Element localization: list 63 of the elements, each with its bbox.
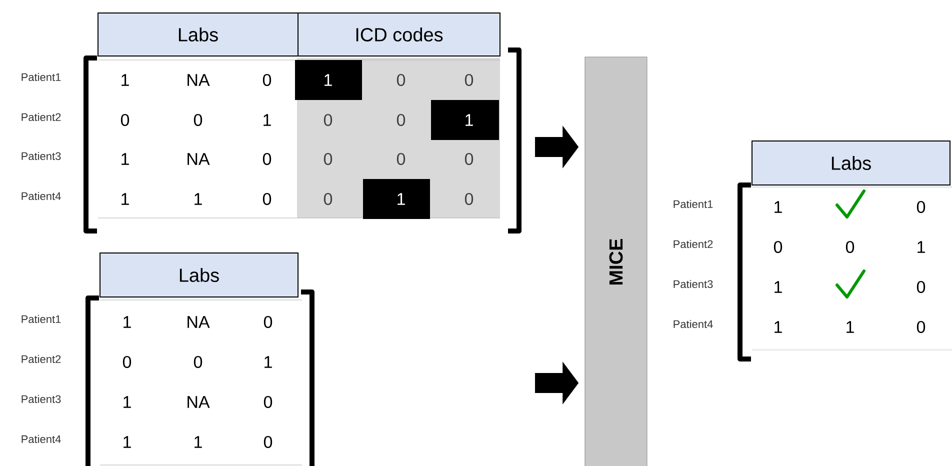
row-label: Patient3 bbox=[22, 152, 61, 160]
cell-value: 0 bbox=[846, 240, 854, 254]
cell-value: 1 bbox=[122, 153, 129, 165]
cell-value: 1 bbox=[774, 201, 782, 213]
row-label: Patient2 bbox=[674, 240, 713, 248]
cell-value: NA bbox=[188, 316, 210, 328]
column-header: ICD codes bbox=[298, 12, 500, 56]
cell-value: 0 bbox=[264, 396, 272, 408]
cell-value: 1 bbox=[124, 316, 131, 328]
cell-value: 1 bbox=[846, 321, 854, 333]
cell-value: 0 bbox=[396, 152, 406, 166]
cell-value: 0 bbox=[324, 152, 332, 166]
cell-value: 0 bbox=[324, 192, 332, 206]
cell-value: 0 bbox=[916, 200, 926, 214]
column-header: Labs bbox=[98, 12, 298, 56]
row-label: Patient2 bbox=[22, 112, 61, 122]
cell-value: 0 bbox=[464, 152, 474, 166]
cell-value: 0 bbox=[122, 356, 132, 368]
cell-value: 0 bbox=[262, 74, 272, 86]
cell-value: 0 bbox=[194, 356, 202, 368]
row-label: Patient1 bbox=[22, 72, 61, 82]
cell-value: 0 bbox=[324, 114, 332, 126]
row-label: Patient1 bbox=[22, 314, 61, 324]
cell-value: NA bbox=[188, 396, 210, 408]
cell-value: 1 bbox=[264, 356, 272, 368]
row-label: Patient3 bbox=[674, 280, 713, 288]
cell-value: 1 bbox=[122, 74, 129, 86]
cell-value: 1 bbox=[264, 114, 271, 126]
cell-value: 0 bbox=[396, 74, 406, 86]
process-bar: MICE bbox=[584, 56, 648, 466]
row-label: Patient4 bbox=[22, 192, 61, 200]
cell-value: 0 bbox=[916, 320, 926, 334]
cell-value: 1 bbox=[774, 281, 782, 293]
cell-value: NA bbox=[188, 74, 210, 86]
cell-value: 0 bbox=[194, 114, 202, 126]
cell-value: 0 bbox=[264, 436, 272, 448]
cell-value: 0 bbox=[262, 192, 272, 206]
cell-value: 1 bbox=[774, 321, 782, 333]
row-label: Patient2 bbox=[22, 354, 61, 364]
cell-value: 1 bbox=[194, 193, 202, 205]
cell-value: 1 bbox=[324, 74, 332, 86]
cell-value: 0 bbox=[264, 316, 272, 328]
cell-value: 0 bbox=[396, 114, 406, 126]
cell-value: 0 bbox=[464, 192, 474, 206]
column-header: Labs bbox=[100, 252, 298, 298]
cell-value: 1 bbox=[398, 193, 405, 205]
cell-value: 0 bbox=[916, 280, 926, 294]
cell-value: 1 bbox=[124, 396, 131, 408]
cell-value: 1 bbox=[918, 241, 925, 253]
row-label: Patient4 bbox=[22, 434, 61, 444]
row-label: Patient1 bbox=[674, 200, 713, 208]
cell-value: 1 bbox=[124, 436, 131, 448]
cell-value: 0 bbox=[262, 152, 272, 166]
cell-value: NA bbox=[188, 153, 210, 165]
cell-value: 1 bbox=[466, 114, 473, 126]
row-label: Patient4 bbox=[674, 320, 713, 328]
cell-value: 0 bbox=[774, 240, 782, 254]
cell-value: 0 bbox=[464, 74, 474, 86]
cell-value: 0 bbox=[120, 114, 130, 126]
row-label: Patient3 bbox=[22, 394, 61, 404]
column-header: Labs bbox=[752, 140, 951, 186]
cell-value: 1 bbox=[194, 436, 202, 448]
cell-value: 1 bbox=[122, 193, 129, 205]
